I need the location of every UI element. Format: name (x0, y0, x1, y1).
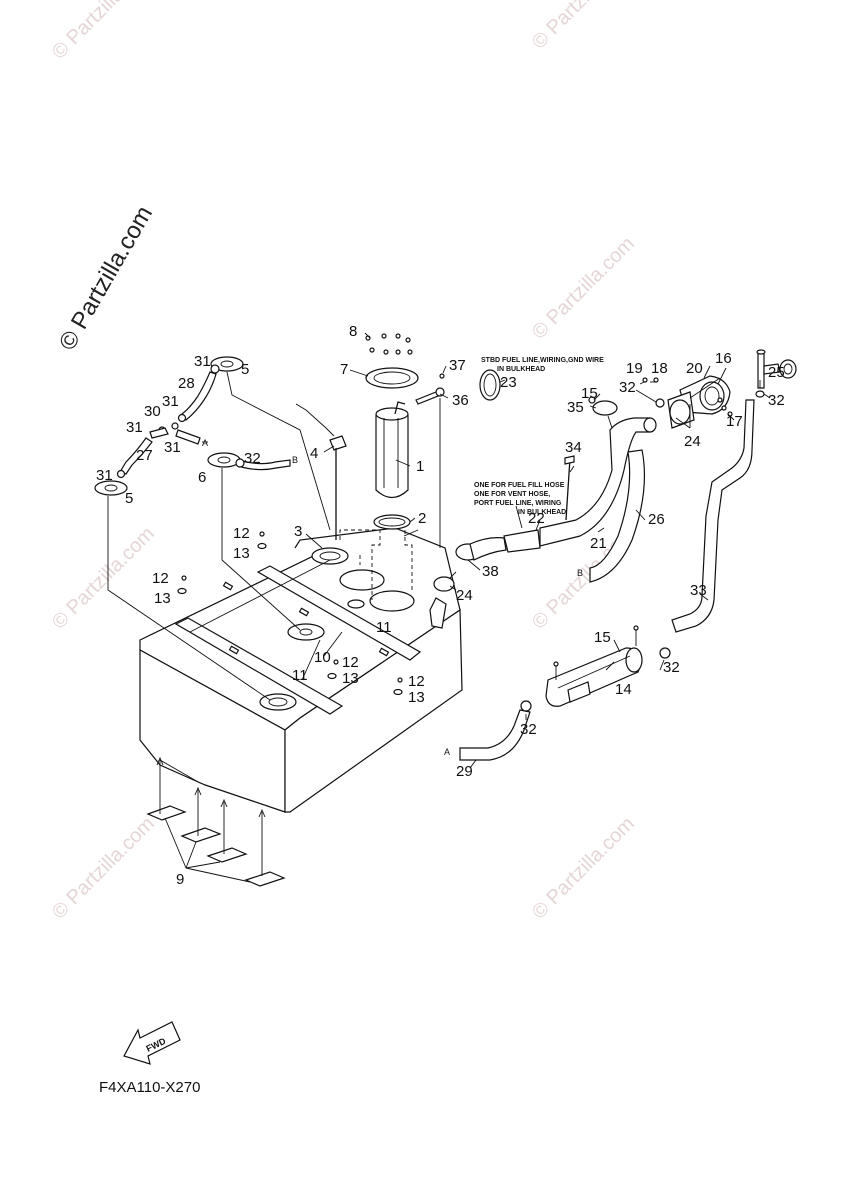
connector-letter-b: B (292, 455, 298, 465)
callout-12: 12 (152, 570, 169, 587)
fwd-arrow: FWD (123, 1021, 181, 1065)
callout-13: 13 (342, 670, 359, 687)
callout-30: 30 (144, 403, 161, 420)
watermark-text: © Partzilla.com (528, 233, 639, 344)
callout-24: 24 (456, 587, 473, 604)
callout-33: 33 (690, 582, 707, 599)
callout-35: 35 (567, 399, 584, 416)
callout-8: 8 (349, 323, 357, 340)
callout-15: 15 (581, 385, 598, 402)
note-line: PORT FUEL LINE, WIRING (474, 500, 562, 507)
callout-labels: 8 7 37 36 1 2 4 3 31 5 28 31 30 31 31 27… (96, 323, 785, 888)
callout-19: 19 (626, 360, 643, 377)
callout-6: 6 (198, 469, 206, 486)
callout-25: 25 (768, 364, 785, 381)
connector-letter-a: A (444, 747, 450, 757)
callout-3: 3 (294, 523, 302, 540)
callout-12: 12 (342, 654, 359, 671)
callout-11: 11 (376, 619, 392, 636)
callout-7: 7 (340, 361, 348, 378)
callout-31: 31 (164, 439, 181, 456)
fuel-pump-assembly (295, 333, 445, 600)
partzilla-watermark: © Partzilla.com (54, 201, 158, 355)
callout-10: 10 (314, 649, 331, 666)
callout-18: 18 (651, 360, 668, 377)
callout-13: 13 (154, 590, 171, 607)
callout-36: 36 (452, 392, 469, 409)
callout-11: 11 (292, 667, 308, 684)
callout-4: 4 (310, 445, 318, 462)
callout-32: 32 (768, 392, 785, 409)
callout-37: 37 (449, 357, 466, 374)
callout-31: 31 (126, 419, 143, 436)
callout-14: 14 (615, 681, 632, 698)
watermark-text: © Partzilla.com (48, 0, 159, 64)
callout-9: 9 (176, 871, 184, 888)
callout-28: 28 (178, 375, 195, 392)
diagram-code: F4XA110-X270 (99, 1079, 200, 1096)
callout-29: 29 (456, 763, 473, 780)
callout-24: 24 (684, 433, 701, 450)
filler-vent-assembly (433, 349, 797, 761)
callout-13: 13 (408, 689, 425, 706)
callout-32: 32 (663, 659, 680, 676)
callout-13: 13 (233, 545, 250, 562)
callout-31: 31 (162, 393, 179, 410)
callout-32: 32 (619, 379, 636, 396)
watermark-text: © Partzilla.com (528, 813, 639, 924)
callout-27: 27 (136, 447, 153, 464)
note-port: ONE FOR FUEL FILL HOSE ONE FOR VENT HOSE… (474, 482, 566, 516)
callout-34: 34 (565, 439, 582, 456)
fuel-tank (139, 527, 463, 813)
callout-1: 1 (416, 458, 424, 475)
note-line: STBD FUEL LINE,WIRING,GND WIRE (481, 357, 604, 364)
callout-38: 38 (482, 563, 499, 580)
connector-letter-b: B (577, 568, 583, 578)
callout-26: 26 (648, 511, 665, 528)
leader-lines-right (301, 365, 771, 769)
callout-31: 31 (96, 467, 113, 484)
callout-15: 15 (594, 629, 611, 646)
screw-set (365, 333, 413, 355)
callout-5: 5 (125, 490, 133, 507)
watermark-text: © Partzilla.com (48, 523, 159, 634)
callout-16: 16 (715, 350, 732, 367)
callout-17: 17 (726, 413, 743, 430)
callout-31: 31 (194, 353, 211, 370)
note-line: ONE FOR FUEL FILL HOSE (474, 482, 565, 489)
leader-lines (305, 332, 449, 549)
callout-22: 22 (528, 510, 545, 527)
note-line: IN BULKHEAD (497, 366, 545, 373)
callout-12: 12 (233, 525, 250, 542)
watermark-text: © Partzilla.com (528, 0, 639, 54)
rubber-pads (146, 756, 286, 887)
callout-21: 21 (590, 535, 607, 552)
callout-32: 32 (244, 450, 261, 467)
note-stbd: STBD FUEL LINE,WIRING,GND WIRE IN BULKHE… (481, 357, 604, 373)
watermark-text: © Partzilla.com (48, 813, 159, 924)
left-hoses (94, 356, 331, 701)
note-line: ONE FOR VENT HOSE, (474, 491, 550, 498)
bolts-left (177, 531, 403, 696)
callout-5: 5 (241, 361, 249, 378)
note-line: IN BULKHEAD (518, 509, 566, 516)
connector-letter-a: A (202, 438, 208, 448)
callout-32: 32 (520, 721, 537, 738)
callout-23: 23 (500, 374, 517, 391)
callout-20: 20 (686, 360, 703, 377)
callout-2: 2 (418, 510, 426, 527)
callout-12: 12 (408, 673, 425, 690)
